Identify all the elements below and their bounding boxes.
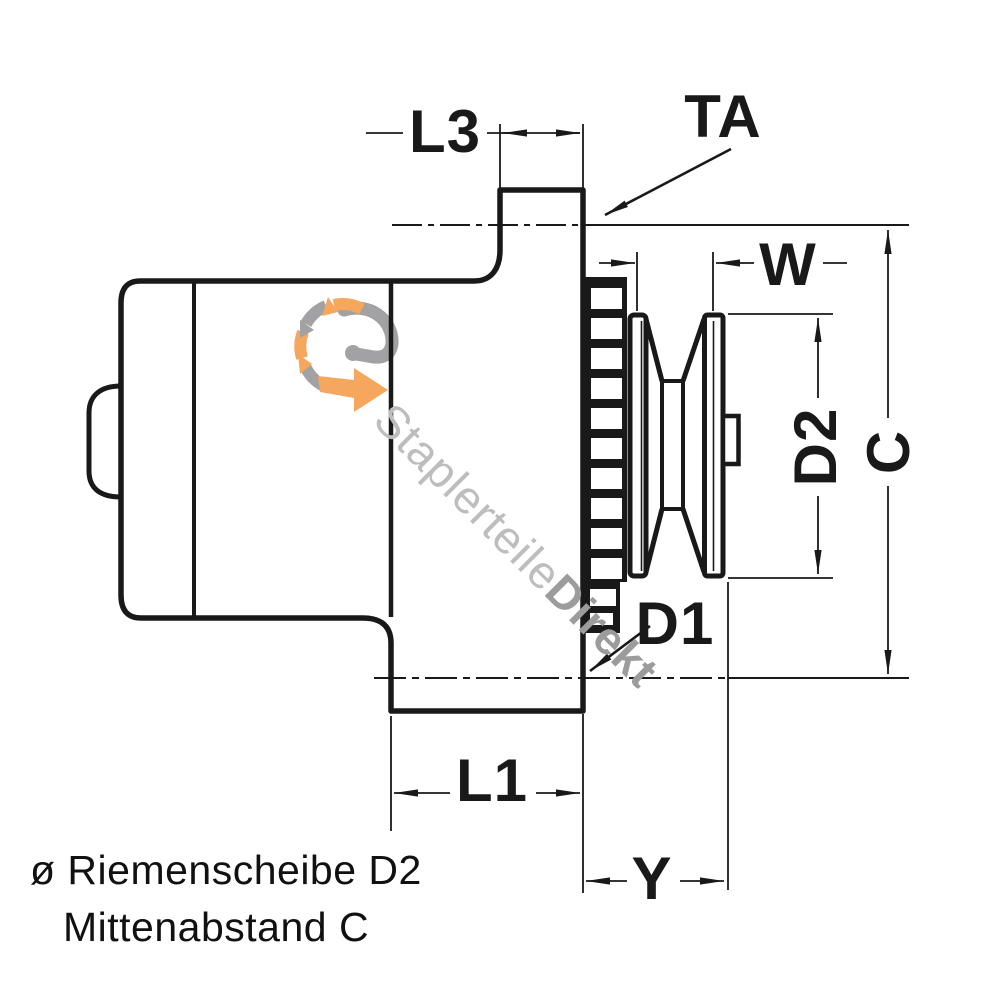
- dimension-label-w: W: [759, 231, 817, 298]
- ta-leader-arrow: [604, 147, 732, 217]
- dimension-label-d1: D1: [635, 590, 715, 657]
- dimension-label-ta: TA: [684, 83, 762, 150]
- dimension-label-c: C: [855, 429, 922, 475]
- pulley-hub: [660, 379, 685, 511]
- caption-line-2: Mittenabstand C: [63, 903, 370, 950]
- caption-line-1: ø Riemenscheibe D2: [30, 847, 422, 893]
- shaft-nut: [720, 413, 741, 467]
- pulley: [627, 312, 741, 579]
- dimension-label-l3: L3: [408, 98, 482, 165]
- caption: ø Riemenscheibe D2 Mittenabstand C: [30, 842, 422, 955]
- alternator-body-outline: [118, 187, 586, 714]
- dimension-d2: [728, 313, 833, 579]
- fan-ribs: [585, 277, 627, 633]
- dimension-l1: [390, 714, 584, 893]
- dimension-y: [586, 582, 729, 890]
- dimension-label-l1: L1: [455, 747, 529, 814]
- dimension-l3: [366, 124, 584, 188]
- d1-leader-arrow: [589, 624, 651, 673]
- pulley-left-flange: [627, 312, 649, 579]
- dimension-w: [599, 252, 847, 311]
- dimension-label-y: Y: [631, 845, 673, 912]
- dimension-label-d2: D2: [782, 407, 849, 487]
- rear-cover-bump: [86, 383, 122, 500]
- staplerteile-logo-icon: [294, 297, 399, 412]
